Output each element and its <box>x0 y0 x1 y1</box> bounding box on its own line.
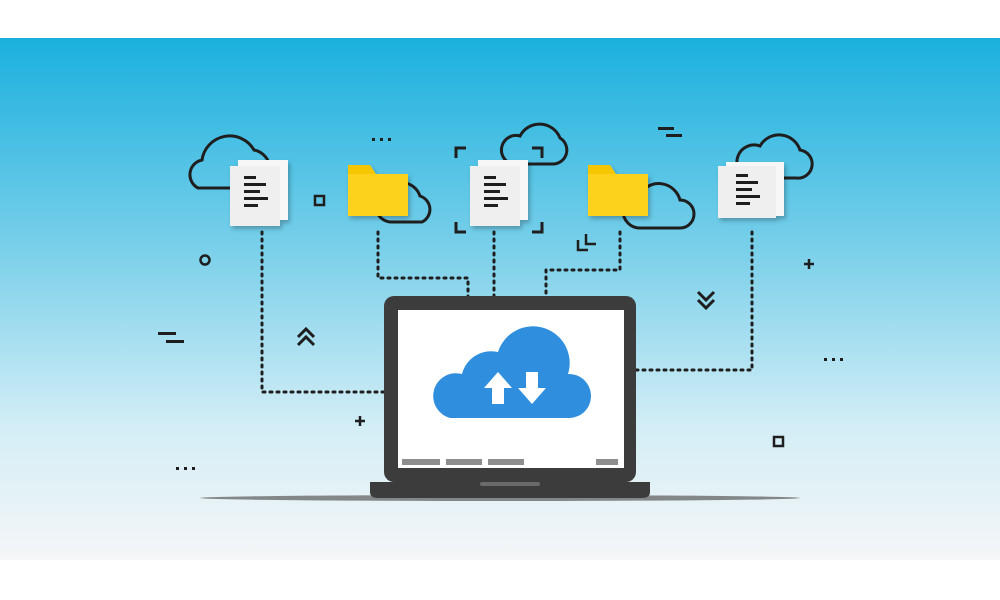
document-icon <box>718 162 784 218</box>
dots-icon <box>176 467 195 470</box>
arrow-down-icon <box>518 372 546 404</box>
laptop-notch <box>480 482 540 486</box>
plus-icon <box>804 259 814 269</box>
dots-icon <box>824 358 843 361</box>
plus-icon <box>355 416 365 426</box>
square-icon <box>772 435 785 448</box>
cloud-outline-icon <box>499 122 569 166</box>
square-icon <box>313 194 326 207</box>
ring-icon <box>199 254 211 266</box>
cloud-upload-download-icon <box>433 326 592 418</box>
folder-icon <box>588 165 648 216</box>
cloud-outline-icon <box>735 133 814 180</box>
corner-bracket-icon <box>454 146 544 234</box>
arrow-up-icon <box>484 372 512 404</box>
chevron-down-double-icon <box>696 290 716 311</box>
dots-icon <box>372 138 391 141</box>
taskbar <box>402 459 618 465</box>
dash-lines-icon <box>158 332 184 343</box>
chevron-up-double-icon <box>296 326 316 347</box>
laptop-base <box>370 482 650 498</box>
corner-bracket-icon <box>576 234 596 252</box>
dash-lines-icon <box>658 127 682 137</box>
folder-icon <box>348 165 408 216</box>
